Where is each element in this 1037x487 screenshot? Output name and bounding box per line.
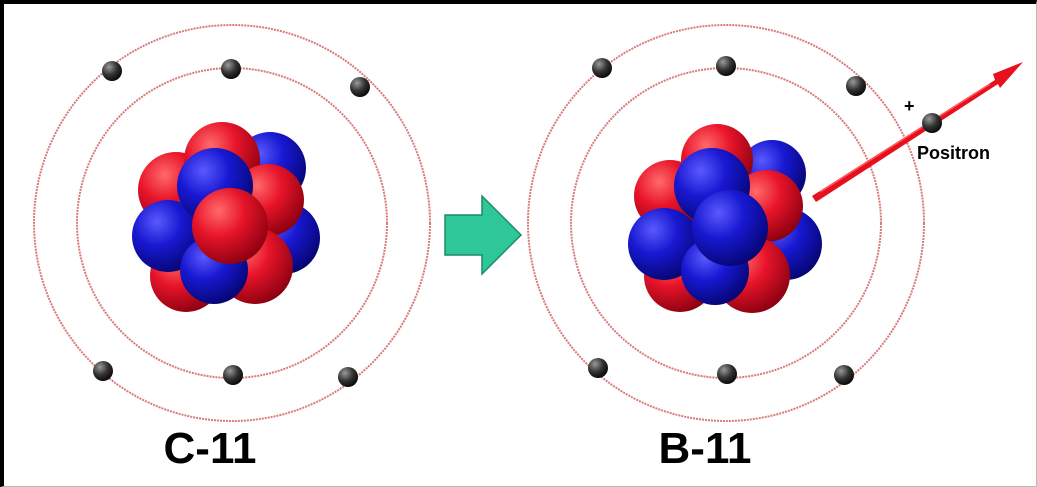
outer-orbit bbox=[33, 24, 431, 422]
carbon-11-label: C-11 bbox=[163, 424, 257, 473]
atom-c11 bbox=[33, 24, 431, 422]
nucleus bbox=[628, 124, 822, 313]
neutron bbox=[692, 190, 768, 266]
electron bbox=[338, 367, 358, 387]
electron bbox=[93, 361, 113, 381]
electron bbox=[223, 365, 243, 385]
proton bbox=[192, 188, 268, 264]
electron bbox=[716, 56, 736, 76]
outer-orbit bbox=[527, 24, 925, 422]
electron bbox=[102, 61, 122, 81]
electron bbox=[717, 364, 737, 384]
positron-track bbox=[812, 62, 1023, 202]
electron bbox=[350, 77, 370, 97]
positron-charge-sign: + bbox=[904, 96, 915, 116]
nucleus bbox=[132, 122, 320, 312]
positron-label: Positron bbox=[917, 143, 991, 163]
neutron bbox=[628, 208, 700, 280]
electron bbox=[588, 358, 608, 378]
electron bbox=[846, 76, 866, 96]
electron bbox=[221, 59, 241, 79]
transition-arrow bbox=[444, 194, 523, 276]
atom-b11 bbox=[527, 24, 1023, 422]
boron-11-label: B-11 bbox=[658, 424, 752, 473]
electron bbox=[834, 365, 854, 385]
positron-particle bbox=[922, 113, 942, 133]
electron bbox=[592, 58, 612, 78]
